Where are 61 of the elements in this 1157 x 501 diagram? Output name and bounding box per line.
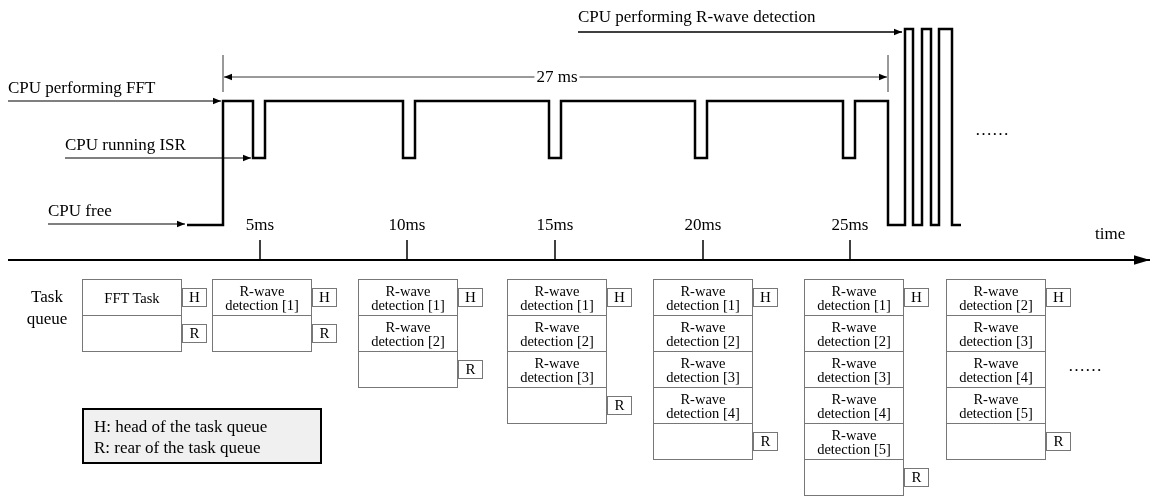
queue-cell: R-wave detection [4] [946,351,1046,388]
queue-cell: R-wave detection [3] [653,351,753,388]
legend-text: R: rear of the task queue [94,437,261,458]
pointer-tag: R [1046,432,1071,451]
pointer-tag: H [458,288,483,307]
arrow [577,28,903,36]
state-label: CPU free [48,201,112,221]
arrow [64,154,252,162]
queue-cell: R-wave detection [4] [804,387,904,424]
empty-queue-cell [804,459,904,496]
pointer-tag: R [458,360,483,379]
ellipsis: …… [975,120,1009,140]
queue-cell: R-wave detection [2] [653,315,753,352]
pointer-tag: H [312,288,337,307]
empty-queue-cell [653,423,753,460]
state-label: CPU running ISR [65,135,186,155]
pointer-tag: H [753,288,778,307]
queue-cell: R-wave detection [5] [804,423,904,460]
pointer-tag: H [1046,288,1071,307]
queue-cell: R-wave detection [2] [946,279,1046,316]
tick-label: 20ms [684,215,722,235]
queue-cell: FFT Task [82,279,182,316]
ellipsis: …… [1068,356,1102,376]
queue-cell: R-wave detection [2] [804,315,904,352]
tick-label: 15ms [536,215,574,235]
pointer-tag: R [182,324,207,343]
empty-queue-cell [358,351,458,388]
queue-cell: R-wave detection [1] [507,279,607,316]
queue-cell: R-wave detection [2] [358,315,458,352]
queue-cell: R-wave detection [5] [946,387,1046,424]
pointer-tag: R [753,432,778,451]
queue-cell: R-wave detection [1] [653,279,753,316]
empty-queue-cell [212,315,312,352]
queue-cell: R-wave detection [3] [507,351,607,388]
queue-cell: R-wave detection [4] [653,387,753,424]
pointer-tag: R [607,396,632,415]
axis-label: time [1095,224,1126,244]
queue-cell: R-wave detection [2] [507,315,607,352]
pointer-tag: R [904,468,929,487]
queue-cell: R-wave detection [3] [946,315,1046,352]
tick-label: 5ms [245,215,275,235]
state-label: CPU performing FFT [8,78,156,98]
row-label: Task queue [25,286,69,330]
empty-queue-cell [946,423,1046,460]
pointer-tag: R [312,324,337,343]
empty-queue-cell [82,315,182,352]
legend-text: H: head of the task queue [94,416,268,437]
queue-cell: R-wave detection [3] [804,351,904,388]
legend-box [82,408,322,464]
pointer-tag: H [904,288,929,307]
queue-cell: R-wave detection [1] [212,279,312,316]
arrow [47,220,186,228]
queue-cell: R-wave detection [1] [358,279,458,316]
queue-cell: R-wave detection [1] [804,279,904,316]
pointer-tag: H [607,288,632,307]
state-label: CPU performing R-wave detection [578,7,816,27]
tick-label: 10ms [388,215,426,235]
tick-label: 25ms [831,215,869,235]
pointer-tag: H [182,288,207,307]
arrow [7,97,222,105]
empty-queue-cell [507,387,607,424]
